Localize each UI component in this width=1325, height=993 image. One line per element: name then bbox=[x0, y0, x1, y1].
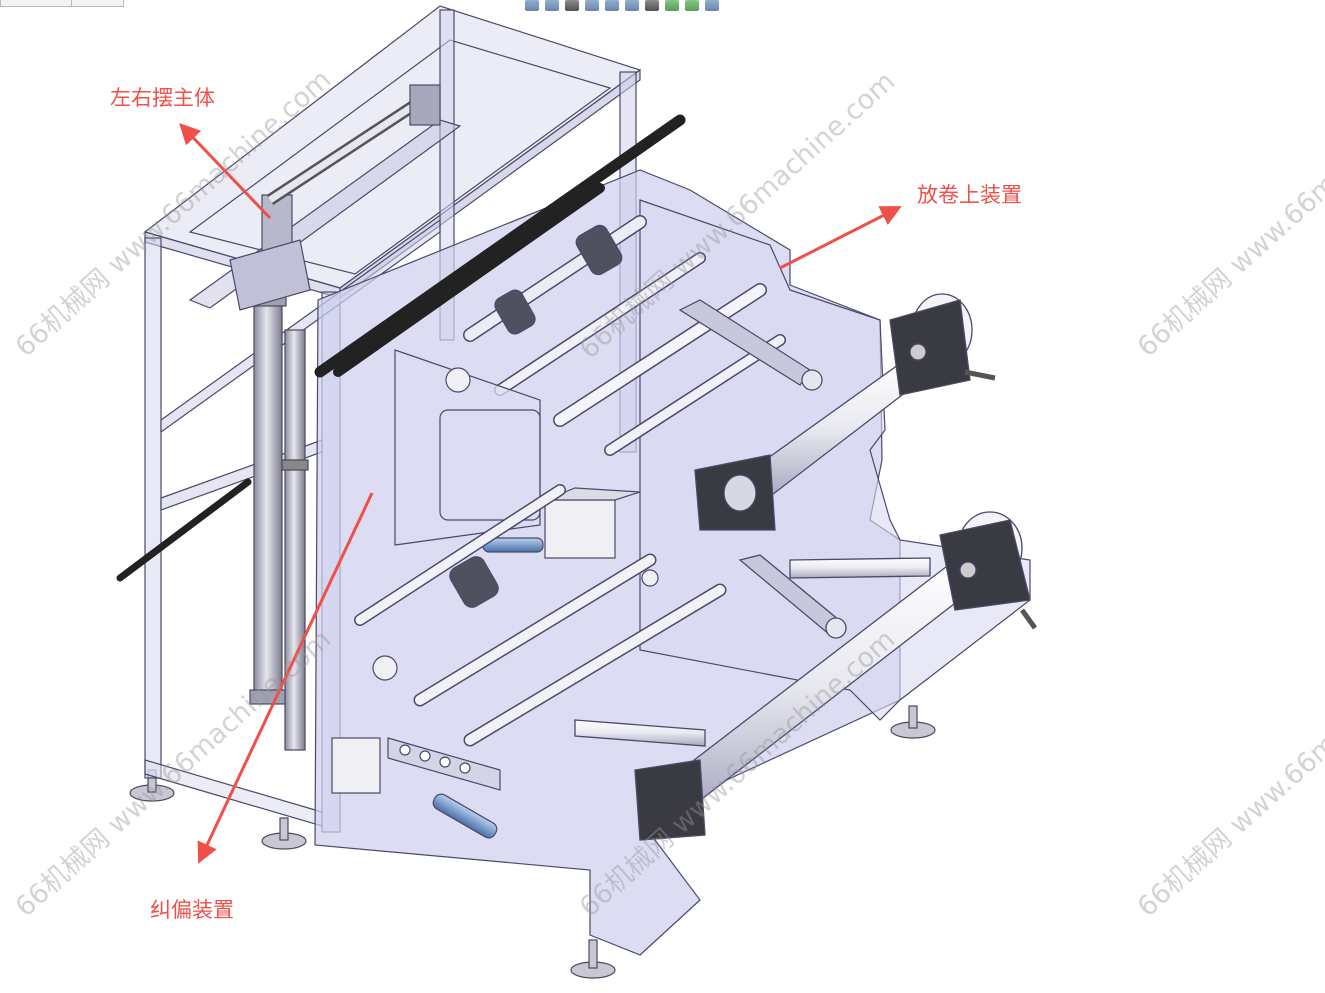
foot-stem bbox=[279, 817, 289, 841]
bracket bbox=[889, 299, 971, 396]
deviation-assembly bbox=[331, 349, 727, 839]
motor-box bbox=[544, 499, 616, 559]
label-unwind-device: 放卷上装置 bbox=[917, 183, 1022, 207]
upper-rollers bbox=[463, 215, 823, 456]
idler-roller bbox=[574, 719, 706, 747]
toolbar-icon[interactable] bbox=[605, 0, 619, 11]
toolbar bbox=[525, 0, 719, 12]
unwind-shafts bbox=[574, 293, 1038, 841]
rubber-roller bbox=[494, 289, 536, 335]
toolbar-icon[interactable] bbox=[585, 0, 599, 11]
corner-tab bbox=[0, 0, 124, 7]
idler-roller bbox=[789, 557, 931, 579]
roller bbox=[605, 335, 785, 455]
blue-cylinder bbox=[432, 793, 498, 839]
shaft bbox=[116, 478, 252, 582]
toolbar-icon[interactable] bbox=[525, 0, 539, 11]
foot-stem bbox=[908, 705, 918, 729]
label-swing-body: 左右摆主体 bbox=[110, 86, 215, 110]
toolbar-icon[interactable] bbox=[685, 0, 699, 11]
roller bbox=[554, 284, 766, 426]
label-deviation-correction: 纠偏装置 bbox=[150, 898, 234, 922]
callout-arrows bbox=[179, 122, 902, 864]
roller bbox=[495, 253, 705, 395]
toolbar-icon[interactable] bbox=[625, 0, 639, 11]
roller bbox=[465, 585, 725, 745]
toolbar-icon[interactable] bbox=[545, 0, 559, 11]
foot-stem bbox=[588, 939, 598, 969]
rubber-roller bbox=[575, 224, 623, 276]
toolbar-icon[interactable] bbox=[705, 0, 719, 11]
shaft bbox=[314, 114, 686, 378]
motor-box bbox=[331, 737, 381, 794]
rubber-roller bbox=[449, 556, 499, 608]
arrow-unwind bbox=[779, 206, 902, 270]
roller bbox=[415, 555, 655, 705]
frame-post bbox=[144, 237, 162, 779]
shaft bbox=[333, 183, 605, 377]
swing-body-assembly bbox=[229, 84, 441, 311]
toolbar-icon[interactable] bbox=[645, 0, 659, 11]
toolbar-icon[interactable] bbox=[665, 0, 679, 11]
frame-rail bbox=[160, 218, 441, 434]
arrow-deviation bbox=[197, 492, 374, 864]
bracket bbox=[939, 519, 1031, 611]
floor-feet bbox=[129, 705, 936, 979]
toolbar-icon[interactable] bbox=[565, 0, 579, 11]
black-shafts bbox=[116, 114, 686, 582]
bracket bbox=[634, 759, 706, 841]
arrow-swing-body bbox=[179, 122, 272, 220]
roller bbox=[355, 485, 565, 625]
